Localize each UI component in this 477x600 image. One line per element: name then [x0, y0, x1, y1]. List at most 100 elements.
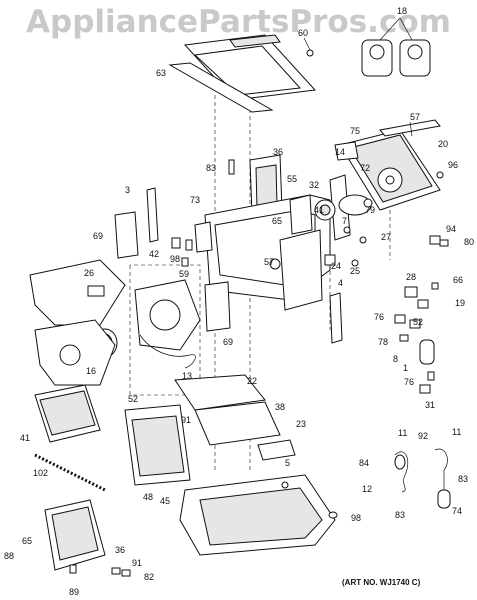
callout-28: 28	[406, 272, 416, 282]
callout-73: 74	[452, 506, 462, 516]
callout-76-label: 76	[404, 377, 414, 387]
callout-18: 18	[397, 6, 407, 16]
callout-83-label: 83	[395, 510, 405, 520]
callout-74: 75	[350, 126, 360, 136]
part-74-bracket	[334, 141, 359, 161]
misc-fasteners	[324, 226, 367, 267]
part-65-grille	[44, 499, 106, 571]
callout-3: 3	[125, 185, 130, 195]
callout-4: 4	[338, 278, 343, 288]
small-parts-bottom-left	[69, 564, 131, 577]
callout-96: 98	[170, 254, 180, 264]
callout-16: 16	[86, 366, 96, 376]
part-69-panel-center	[204, 281, 231, 332]
watermark-logo: AppliancePartsPros.com	[26, 4, 451, 40]
part-70-bracket	[194, 221, 213, 253]
callout-99: 96	[448, 160, 458, 170]
callout-79: 79	[365, 205, 375, 215]
callout-98-label: 98	[351, 513, 361, 523]
part-18-compressors	[361, 17, 431, 77]
callout-14: 14	[335, 147, 345, 157]
callout-69b: 69	[223, 337, 233, 347]
callout-12: 12	[362, 484, 372, 494]
callout-41-label: 41	[20, 433, 30, 443]
callout-64: 65	[272, 216, 282, 226]
callout-59: 59	[179, 269, 189, 279]
callout-13: 13	[182, 371, 192, 381]
part-99-screw	[436, 171, 444, 179]
part-92-clamp	[429, 235, 449, 247]
callout-labels-2: 57 41 52 65 36 91 98 83 76	[20, 257, 414, 568]
callout-38: 41	[314, 205, 324, 215]
callout-89: 89	[69, 587, 79, 597]
callout-48: 55	[287, 174, 297, 184]
callout-80a: 80	[464, 237, 474, 247]
part-3-rail	[146, 187, 159, 243]
callout-43: 45	[160, 496, 170, 506]
part-82-clip	[228, 159, 235, 175]
callout-27: 27	[381, 232, 391, 242]
callout-88: 88	[4, 551, 14, 561]
part-22-tray	[174, 374, 266, 411]
callout-94: 92	[418, 431, 428, 441]
callout-60: 60	[298, 28, 308, 38]
callout-31: 31	[425, 400, 435, 410]
callout-75: 76	[374, 312, 384, 322]
small-clips	[171, 237, 193, 267]
part-13-harness	[139, 334, 196, 369]
callout-8: 8	[393, 354, 398, 364]
front-scroll	[34, 319, 116, 386]
part-94-cap-tube	[394, 451, 409, 493]
callout-11b: 11	[452, 427, 461, 437]
part-63-top-rail	[168, 34, 317, 113]
callout-66: 66	[453, 275, 463, 285]
callout-69a: 69	[93, 231, 103, 241]
callout-52-label: 52	[128, 394, 138, 404]
callout-7: 7	[342, 216, 347, 226]
callout-26: 26	[84, 268, 94, 278]
part-69-panel-left	[114, 211, 139, 259]
callout-70: 73	[190, 195, 200, 205]
part-34-pan	[194, 401, 281, 446]
callout-23: 23	[296, 419, 306, 429]
callout-19: 19	[455, 298, 465, 308]
callout-90: 91	[181, 415, 191, 425]
callout-34: 38	[275, 402, 285, 412]
callout-20: 20	[438, 139, 448, 149]
callout-65-label: 65	[22, 536, 32, 546]
callout-labels: 18 60 63 75 57 20 14 72 96 36 83 55 32 4…	[4, 6, 474, 597]
callout-36-label: 36	[115, 545, 125, 555]
callout-45: 52	[413, 317, 423, 327]
fan-motor-assembly	[289, 194, 373, 235]
callout-11a: 11	[398, 428, 407, 438]
callout-84: 84	[359, 458, 369, 468]
base-pan	[179, 474, 336, 556]
callout-83a: 83	[458, 474, 468, 484]
callout-78: 78	[378, 337, 388, 347]
callout-32: 32	[309, 180, 319, 190]
part-20-condenser	[339, 119, 441, 211]
callout-72: 72	[360, 163, 370, 173]
callout-63: 63	[156, 68, 166, 78]
part-52-control	[124, 404, 191, 486]
part-23-deflector	[257, 439, 296, 461]
part-102-strip	[34, 453, 106, 492]
callout-44: 48	[143, 492, 153, 502]
callout-25: 25	[350, 266, 360, 276]
callout-5: 5	[285, 458, 290, 468]
part-26-scroll	[29, 259, 126, 326]
callout-57-label: 57	[264, 257, 274, 267]
callout-24: 24	[331, 261, 341, 271]
part-98-plug	[328, 511, 338, 519]
blower-housing	[134, 279, 201, 351]
art-number: (ART NO. WJ1740 C)	[342, 578, 421, 587]
callout-55: 57	[410, 112, 420, 122]
part-4-side-rail	[329, 292, 343, 344]
callout-33: 36	[273, 147, 283, 157]
right-small-parts	[394, 282, 439, 394]
part-73-accumulator	[434, 448, 451, 509]
callout-91-label: 91	[132, 558, 142, 568]
part-60-screw	[303, 37, 314, 57]
callout-22: 22	[247, 376, 257, 386]
